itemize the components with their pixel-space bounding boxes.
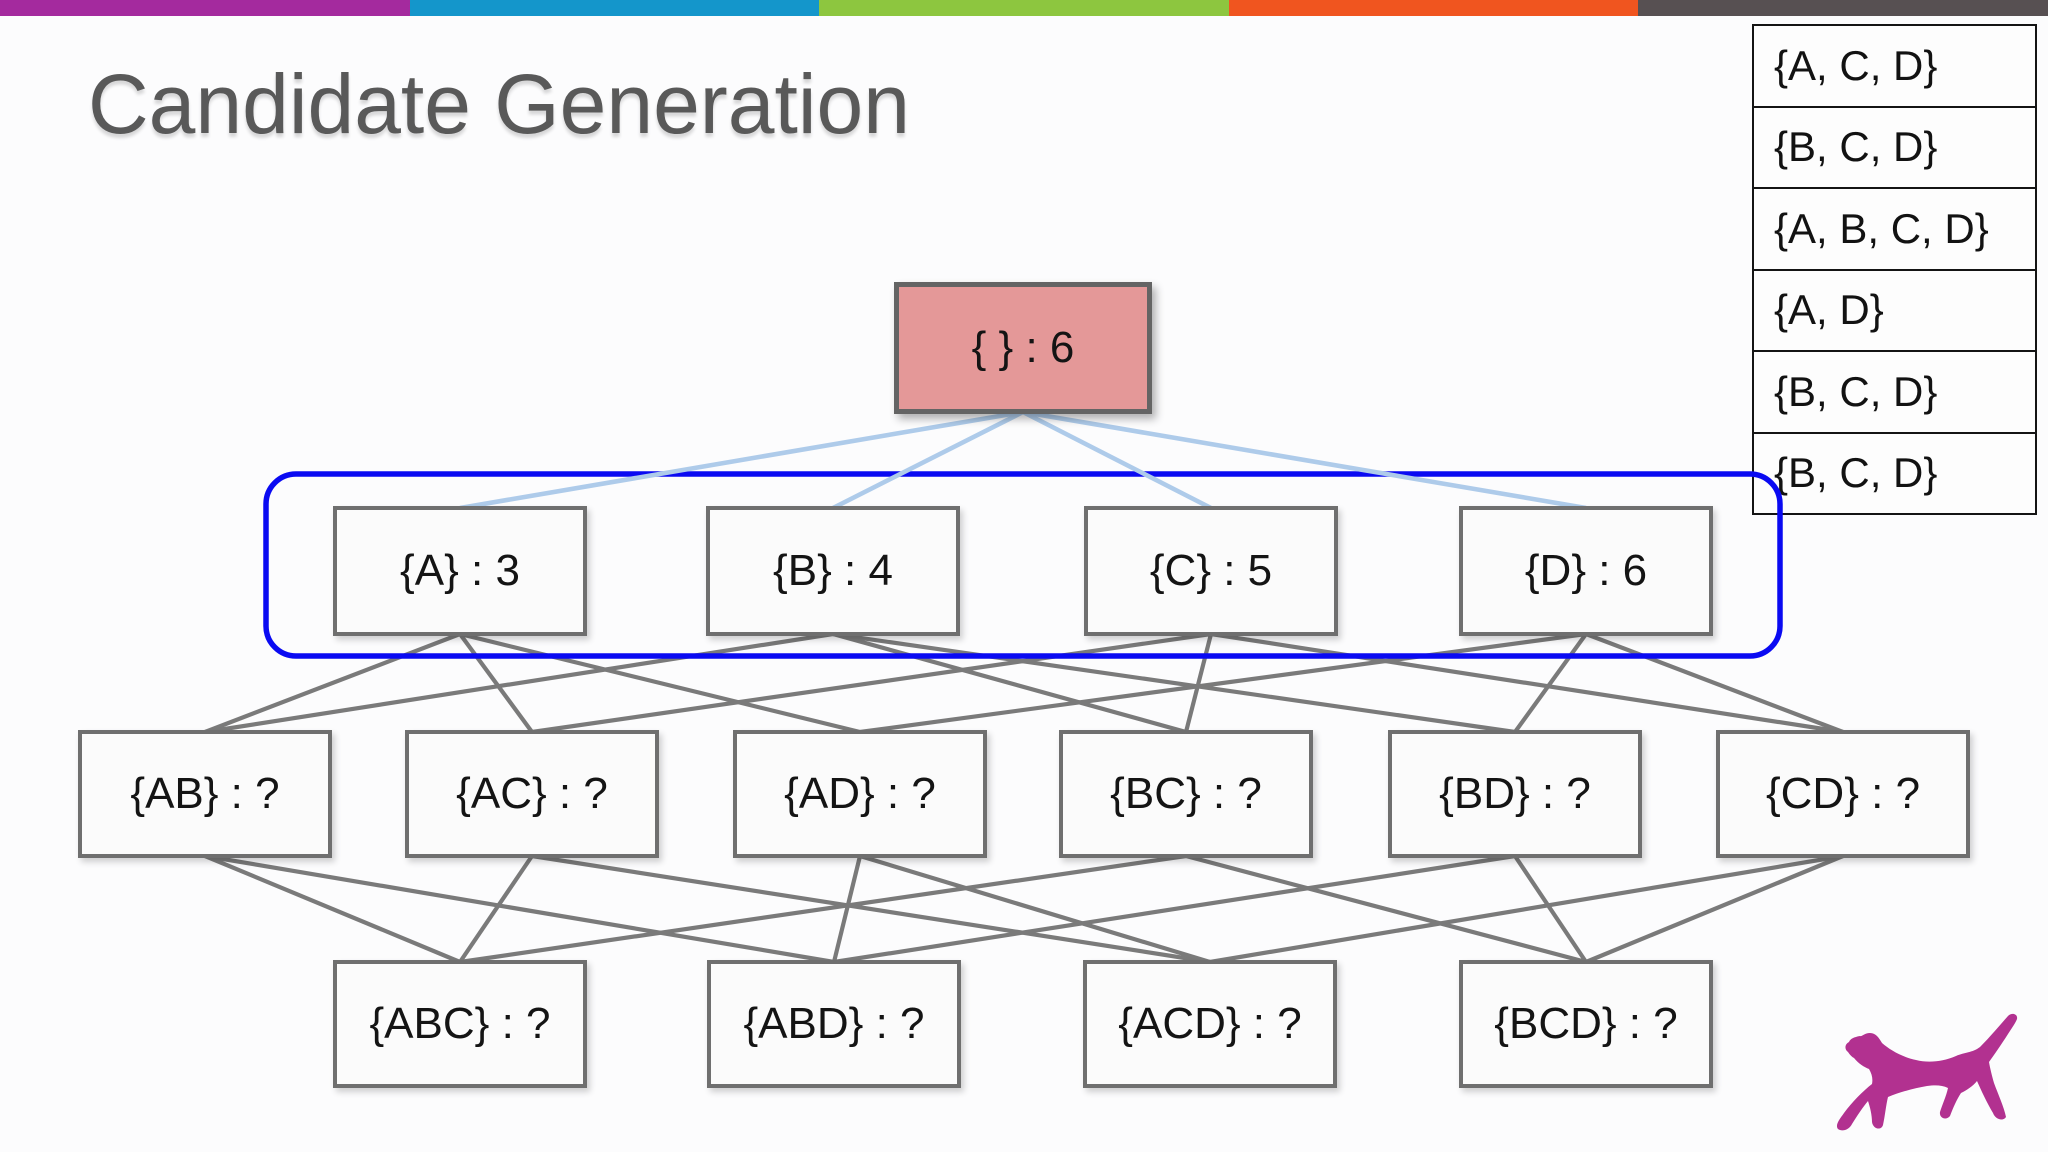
accent-segment-orange <box>1228 0 1639 16</box>
table-row: {B, C, D} <box>1754 107 2035 189</box>
lattice-edge-C-AC <box>531 631 1212 735</box>
root-edges-light-blue <box>459 409 1587 511</box>
node-D-label: {D} : 6 <box>1524 546 1648 595</box>
lattice-edge-AB-ABD <box>204 853 835 965</box>
lattice-edge-D-CD <box>1585 632 1844 734</box>
node-empty-set-label: { } : 6 <box>971 323 1075 372</box>
table-row: {B, C, D} <box>1754 352 2035 434</box>
node-C: {C} : 5 <box>1084 506 1338 636</box>
node-ABD-label: {ABD} : ? <box>743 999 925 1048</box>
accent-segment-magenta <box>0 0 410 16</box>
node-CD-label: {CD} : ? <box>1765 769 1921 818</box>
lattice-edge-ROOT-B <box>831 409 1025 511</box>
lattice-edge-D-BD <box>1513 632 1588 734</box>
node-BD-label: {BD} : ? <box>1439 769 1591 818</box>
node-A-label: {A} : 3 <box>400 546 520 595</box>
node-ABC: {ABC} : ? <box>333 960 587 1088</box>
transaction-table: {A, C, D}{B, C, D}{A, B, C, D}{A, D}{B, … <box>1752 24 2037 515</box>
lattice-edge-BC-ABC <box>459 853 1187 965</box>
node-AD-label: {AD} : ? <box>784 769 936 818</box>
node-AB-label: {AB} : ? <box>130 769 280 818</box>
lattice-edge-A-AC <box>458 632 534 734</box>
table-row: {A, C, D} <box>1754 26 2035 108</box>
table-row: {A, D} <box>1754 270 2035 352</box>
lattice-edge-ROOT-C <box>1021 409 1213 511</box>
lattice-edge-BD-ABD <box>833 853 1516 965</box>
top-accent-bar <box>0 0 2048 16</box>
node-AC: {AC} : ? <box>405 730 659 858</box>
node-empty-set: { } : 6 <box>894 282 1152 414</box>
node-BC: {BC} : ? <box>1059 730 1313 858</box>
node-ACD-label: {ACD} : ? <box>1118 999 1302 1048</box>
lattice-edge-AD-ABD <box>831 855 863 963</box>
lattice-edge-ROOT-A <box>459 409 1024 511</box>
accent-segment-green <box>819 0 1229 16</box>
node-ABD: {ABD} : ? <box>707 960 961 1088</box>
lattice-edge-CD-BCD <box>1585 854 1844 964</box>
node-BCD-label: {BCD} : ? <box>1494 999 1678 1048</box>
node-B: {B} : 4 <box>706 506 960 636</box>
lattice-edge-A-AD <box>459 631 861 735</box>
node-ABC-label: {ABC} : ? <box>369 999 551 1048</box>
slide-title: Candidate Generation <box>88 57 910 151</box>
lattice-edge-AC-ABC <box>458 854 534 964</box>
lattice-edge-B-BD <box>832 631 1516 735</box>
node-BD: {BD} : ? <box>1388 730 1642 858</box>
table-row: {B, C, D} <box>1754 433 2035 513</box>
lattice-edge-D-AD <box>859 631 1587 735</box>
lattice-edge-AB-ABC <box>204 854 461 964</box>
lattice-edge-A-AB <box>204 632 461 734</box>
lattice-edge-AC-ACD <box>531 853 1211 965</box>
table-row: {A, B, C, D} <box>1754 189 2035 271</box>
accent-segment-blue <box>409 0 820 16</box>
running-dog-logo <box>1836 1013 2018 1131</box>
node-C-label: {C} : 5 <box>1149 546 1273 595</box>
lattice-edge-ROOT-D <box>1022 409 1587 511</box>
node-BCD: {BCD} : ? <box>1459 960 1713 1088</box>
lattice-edge-C-CD <box>1210 631 1844 735</box>
node-A: {A} : 3 <box>333 506 587 636</box>
node-ACD: {ACD} : ? <box>1083 960 1337 1088</box>
node-BC-label: {BC} : ? <box>1110 769 1262 818</box>
lattice-edge-BC-BCD <box>1185 853 1587 965</box>
node-D: {D} : 6 <box>1459 506 1713 636</box>
dog-silhouette <box>1836 1013 2018 1131</box>
lattice-edge-AD-ACD <box>859 853 1211 965</box>
lattice-edge-CD-ACD <box>1209 853 1844 965</box>
lattice-edge-BD-BCD <box>1513 854 1588 964</box>
node-AB: {AB} : ? <box>78 730 332 858</box>
accent-segment-gray <box>1638 0 2048 16</box>
node-AC-label: {AC} : ? <box>456 769 608 818</box>
lattice-edge-B-AB <box>204 631 834 735</box>
node-AD: {AD} : ? <box>733 730 987 858</box>
node-B-label: {B} : 4 <box>773 546 893 595</box>
lattice-edge-B-BC <box>832 631 1187 735</box>
lattice-edge-C-BC <box>1183 633 1214 733</box>
node-CD: {CD} : ? <box>1716 730 1970 858</box>
